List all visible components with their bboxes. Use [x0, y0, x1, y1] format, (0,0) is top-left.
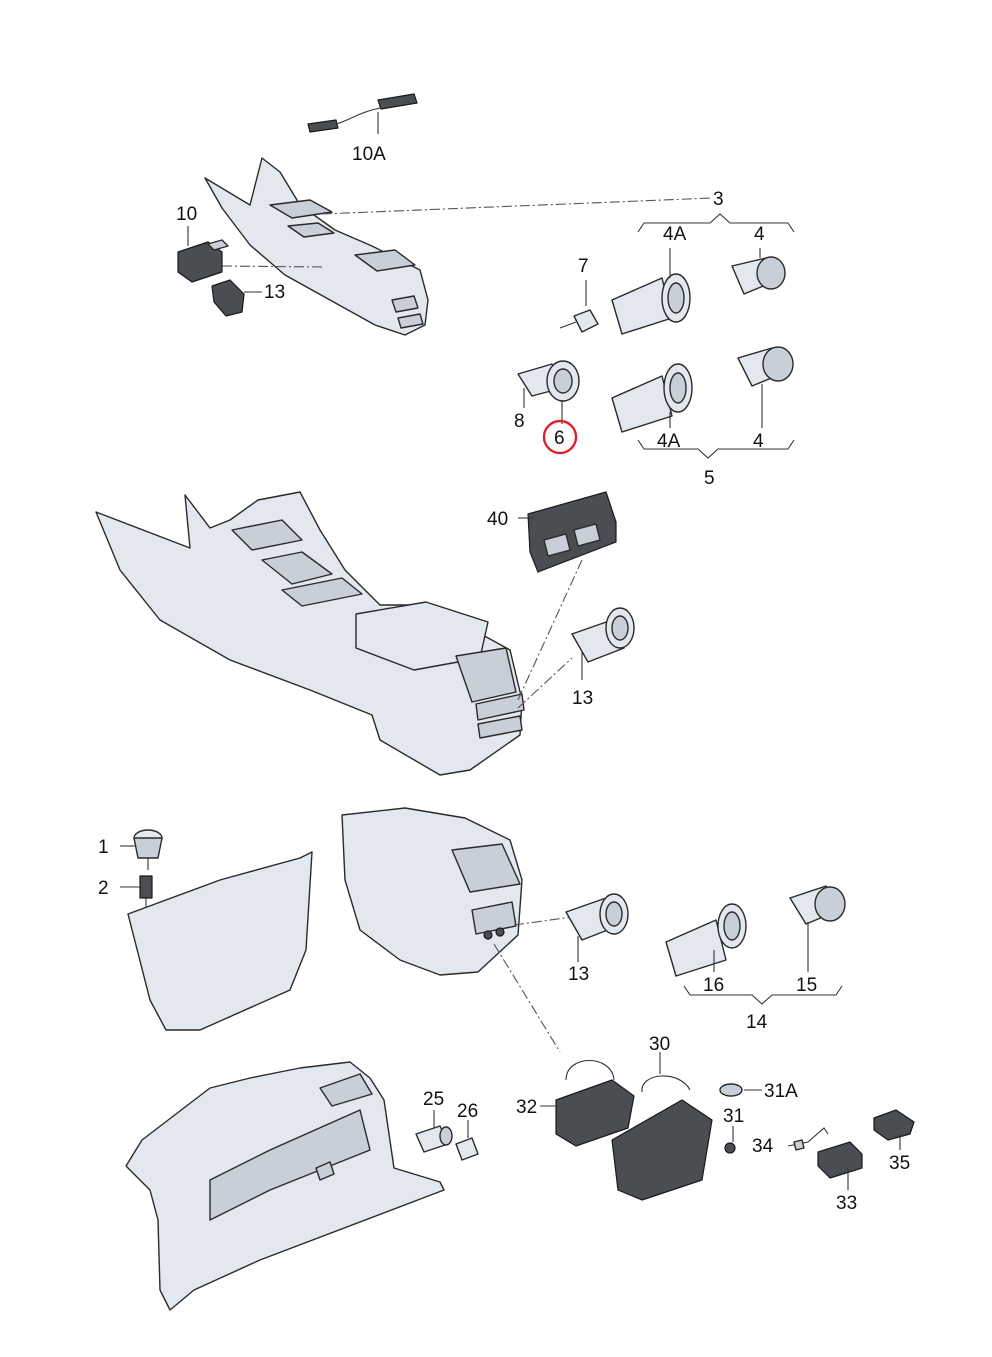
part-13-socket-lower	[565, 893, 629, 962]
part-10-switch	[177, 226, 229, 283]
part-10a-cable	[307, 93, 418, 134]
part-4a-socket-top	[611, 248, 691, 335]
label-13-top: 13	[264, 282, 285, 303]
part-4-lighter-top	[731, 248, 786, 295]
part-40-usb-module	[518, 491, 617, 573]
label-31: 31	[723, 1106, 744, 1127]
part-26-cap	[455, 1120, 479, 1161]
part-7-plug	[559, 280, 599, 333]
label-40: 40	[487, 509, 508, 530]
label-14: 14	[746, 1012, 768, 1033]
label-4a-bottom: 4A	[657, 431, 681, 452]
label-33: 33	[836, 1193, 857, 1214]
side-trim-panel	[127, 851, 313, 1031]
label-1: 1	[98, 837, 109, 858]
label-6: 6	[554, 428, 565, 449]
rear-console-section	[341, 807, 523, 976]
part-4-lighter-bottom	[737, 346, 794, 428]
brace-14	[683, 985, 843, 1005]
label-4-bottom: 4	[753, 431, 764, 452]
label-8: 8	[514, 411, 525, 432]
part-25-socket	[415, 1110, 453, 1153]
part-13-socket-middle	[571, 607, 635, 680]
label-10: 10	[176, 204, 197, 225]
highlight-ring-part-6	[542, 419, 578, 455]
brace-bottom	[637, 439, 795, 459]
label-4a-top: 4A	[663, 224, 687, 245]
label-7: 7	[578, 256, 589, 277]
centre-console-middle	[95, 491, 525, 776]
label-26: 26	[457, 1101, 478, 1122]
label-34: 34	[752, 1136, 774, 1157]
label-30: 30	[649, 1034, 670, 1055]
part-3-centre-console-top	[204, 157, 429, 336]
label-15: 15	[796, 975, 817, 996]
label-10a: 10A	[352, 144, 386, 165]
label-3: 3	[713, 189, 724, 210]
label-25: 25	[423, 1089, 444, 1110]
part-4a-socket-bottom	[611, 363, 693, 433]
part-35-socket	[873, 1109, 915, 1150]
trunk-side-panel	[125, 1061, 445, 1311]
label-16: 16	[703, 975, 724, 996]
part-30-bracket	[611, 1052, 713, 1201]
part-34-clip	[787, 1127, 829, 1151]
part-15-lighter	[789, 885, 846, 972]
part-2-connector	[120, 875, 153, 912]
part-16-socket	[665, 903, 747, 977]
label-32: 32	[516, 1097, 537, 1118]
part-13-socket-top	[211, 279, 262, 317]
label-5: 5	[704, 468, 715, 489]
label-35: 35	[889, 1153, 910, 1174]
part-33-module	[817, 1141, 863, 1190]
part-32-holder	[540, 1059, 635, 1147]
part-31-screw	[724, 1126, 736, 1154]
part-1-switch	[120, 829, 163, 870]
label-2: 2	[98, 878, 109, 899]
label-13-middle: 13	[572, 688, 593, 709]
part-8-6-socket	[517, 360, 580, 424]
brace-top	[637, 213, 795, 233]
label-31a: 31A	[764, 1081, 798, 1102]
part-31a-washer	[719, 1083, 762, 1097]
label-13-lower: 13	[568, 964, 589, 985]
label-4-top: 4	[754, 224, 765, 245]
